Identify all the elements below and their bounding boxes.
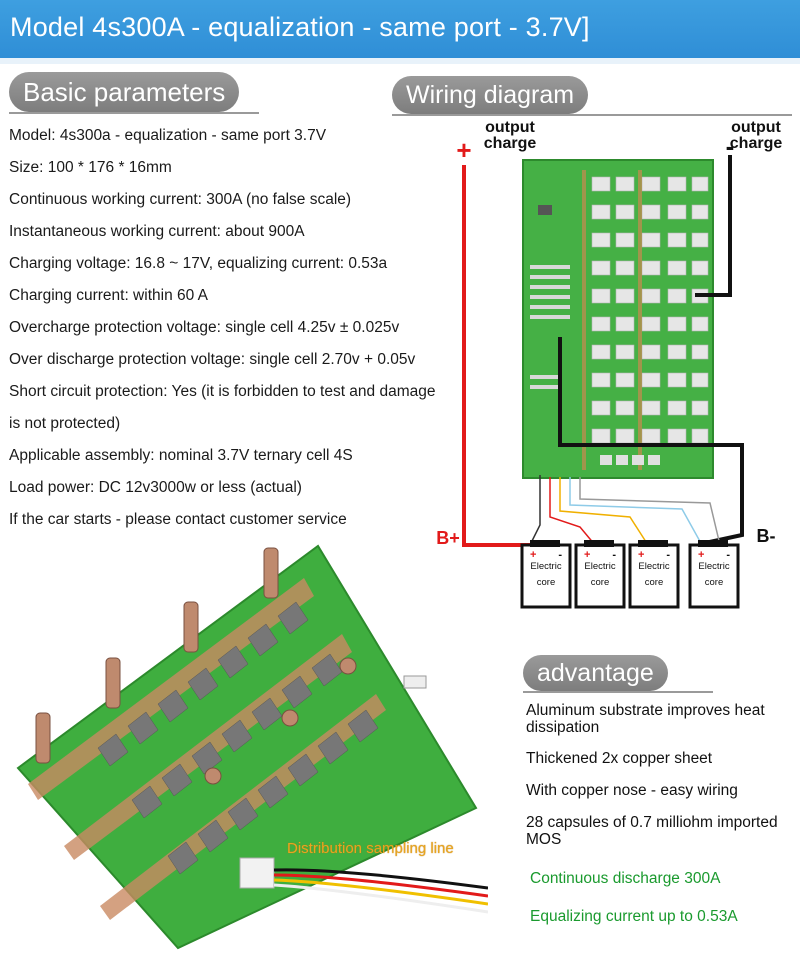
distribution-sampling-line-label: Distribution sampling line (287, 840, 454, 857)
parameter-list: Model: 4s300a - equalization - same port… (9, 120, 479, 536)
b-plus-wire (462, 165, 540, 547)
basic-parameters-heading: Basic parameters (9, 72, 240, 112)
advantage-heading: advantage (523, 655, 668, 691)
bms-board-photo (8, 538, 489, 950)
wiring-diagram-graphic (462, 155, 744, 609)
page-title: Model 4s300A - equalization - same port … (10, 12, 590, 42)
param-overdischarge: Over discharge protection voltage: singl… (9, 351, 416, 368)
cell-2: +- Electric core (584, 549, 616, 588)
param-short-circuit-cont: is not protected) (9, 415, 121, 432)
advantage-heading-underline (523, 691, 713, 693)
param-short-circuit: Short circuit protection: Yes (it is for… (9, 383, 436, 400)
wiring-diagram-heading: Wiring diagram (392, 76, 589, 114)
wiring-diagram: output charge output charge + - B+ B- +-… (420, 115, 800, 615)
advantage-item-copper-sheet: Thickened 2x copper sheet (526, 750, 713, 767)
param-charging-voltage: Charging voltage: 16.8 ~ 17V, equalizing… (9, 255, 388, 272)
param-continuous-current: Continuous working current: 300A (no fal… (9, 191, 352, 208)
advantage-equalizing-current: Equalizing current up to 0.53A (530, 908, 738, 925)
param-overcharge: Overcharge protection voltage: single ce… (9, 319, 400, 336)
cell-1: +- Electric core (530, 549, 562, 588)
plus-sign: + (456, 135, 472, 165)
param-instantaneous-current: Instantaneous working current: about 900… (9, 223, 305, 240)
param-model: Model: 4s300a - equalization - same port… (9, 127, 327, 144)
pcb-components (530, 205, 570, 389)
param-assembly: Applicable assembly: nominal 3.7V ternar… (9, 447, 353, 464)
advantage-item-copper-nose: With copper nose - easy wiring (526, 782, 738, 799)
banner-divider (0, 58, 800, 64)
bms-board-graphic (16, 544, 489, 950)
title-banner: Model 4s300A - equalization - same port … (0, 0, 800, 58)
wiring-heading-underline (392, 114, 792, 116)
param-load-power: Load power: DC 12v3000w or less (actual) (9, 479, 302, 496)
minus-sign: - (725, 131, 735, 161)
sampling-lines (529, 475, 721, 546)
pcb-pads (591, 176, 709, 444)
param-size: Size: 100 * 176 * 16mm (9, 159, 172, 176)
b-minus-wire (558, 337, 744, 545)
basic-heading-underline (9, 112, 259, 114)
advantage-continuous-discharge: Continuous discharge 300A (530, 870, 721, 887)
param-car-start: If the car starts - please contact custo… (9, 511, 347, 528)
b-minus-label: B- (756, 526, 776, 546)
advantage-item-mos: 28 capsules of 0.7 milliohm imported MOS (526, 814, 778, 848)
output-charge-right-label: output charge (729, 119, 783, 152)
cell-4: +- Electric core (698, 549, 730, 588)
output-minus-wire (695, 155, 732, 297)
advantage-item-aluminum: Aluminum substrate improves heat dissipa… (526, 702, 765, 736)
param-charging-current: Charging current: within 60 A (9, 287, 209, 304)
battery-cells (520, 540, 740, 609)
output-charge-left-label: output charge (483, 119, 537, 152)
advantage-list: Aluminum substrate improves heat dissipa… (526, 702, 798, 932)
pcb-copper-strips (582, 170, 642, 470)
b-plus-label: B+ (436, 528, 460, 548)
pcb-bottom-pads (600, 455, 660, 465)
cell-3: +- Electric core (638, 549, 670, 588)
